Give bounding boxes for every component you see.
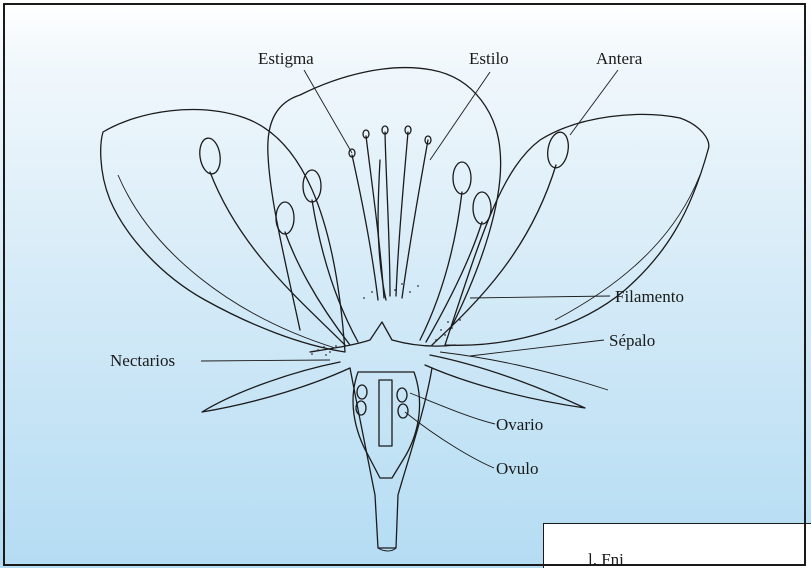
ovule-left-1: [357, 385, 367, 399]
sepal-left: [202, 362, 350, 412]
petal-left-inner-line: [118, 175, 335, 348]
leader-lines: [201, 70, 618, 468]
sepal-right-inner: [440, 352, 608, 390]
ovary-wall: [353, 372, 420, 478]
label-estilo: Estilo: [469, 49, 509, 68]
stigmas: [349, 126, 431, 157]
caption-panel: l. Fni: [543, 523, 811, 568]
ovule-right-2: [398, 404, 408, 418]
label-sepalo: Sépalo: [609, 331, 655, 350]
label-ovulo: Ovulo: [496, 459, 539, 478]
label-antera: Antera: [596, 49, 643, 68]
styles: [352, 132, 428, 300]
label-ovario: Ovario: [496, 415, 543, 434]
ovary-septum: [379, 380, 392, 446]
petal-left: [101, 110, 345, 352]
label-estigma: Estigma: [258, 49, 314, 68]
petal-right: [445, 114, 709, 345]
ovule-right-1: [397, 388, 407, 402]
label-filamento: Filamento: [615, 287, 684, 306]
caption-panel-text: l. Fni: [588, 550, 624, 568]
anthers: [198, 131, 571, 234]
label-nectarios: Nectarios: [110, 351, 175, 370]
receptacle: [310, 322, 455, 352]
